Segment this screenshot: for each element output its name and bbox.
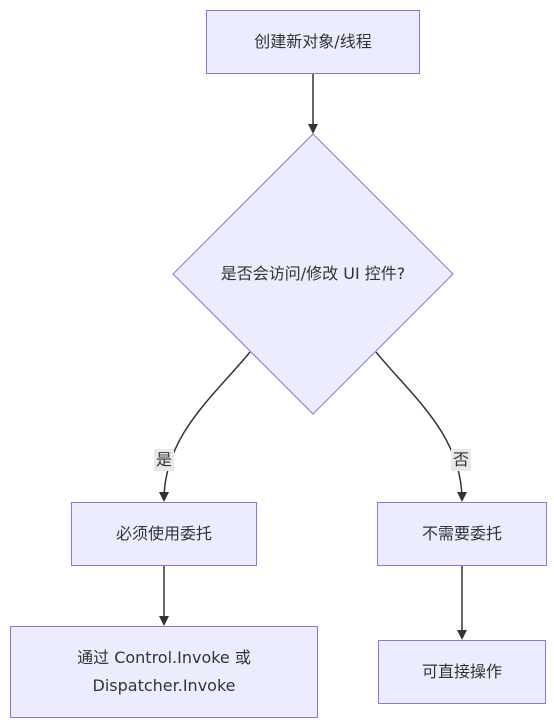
node-label: 创建新对象/线程 [254, 32, 372, 51]
node-label-line2: Dispatcher.Invoke [92, 676, 236, 695]
node-direct-operation: 可直接操作 [378, 640, 546, 704]
node-label-line1: 通过 Control.Invoke 或 [77, 648, 251, 667]
decision-label: 是否会访问/修改 UI 控件? [220, 264, 406, 283]
node-create-object-thread: 创建新对象/线程 [206, 10, 420, 74]
node-label: 必须使用委托 [115, 524, 212, 543]
node-no-delegate-needed: 不需要委托 [377, 502, 547, 566]
decision-diamond [172, 133, 454, 415]
node-label: 不需要委托 [421, 524, 502, 543]
node-control-invoke: 通过 Control.Invoke 或 Dispatcher.Invoke [10, 626, 318, 718]
edge-label-yes: 是 [154, 449, 175, 471]
edge-decision-to-no-delegate [375, 351, 467, 502]
node-must-use-delegate: 必须使用委托 [71, 502, 257, 566]
edge-label-no: 否 [451, 449, 472, 471]
node-label: 可直接操作 [421, 662, 502, 681]
edge-decision-to-must-delegate [159, 351, 251, 502]
